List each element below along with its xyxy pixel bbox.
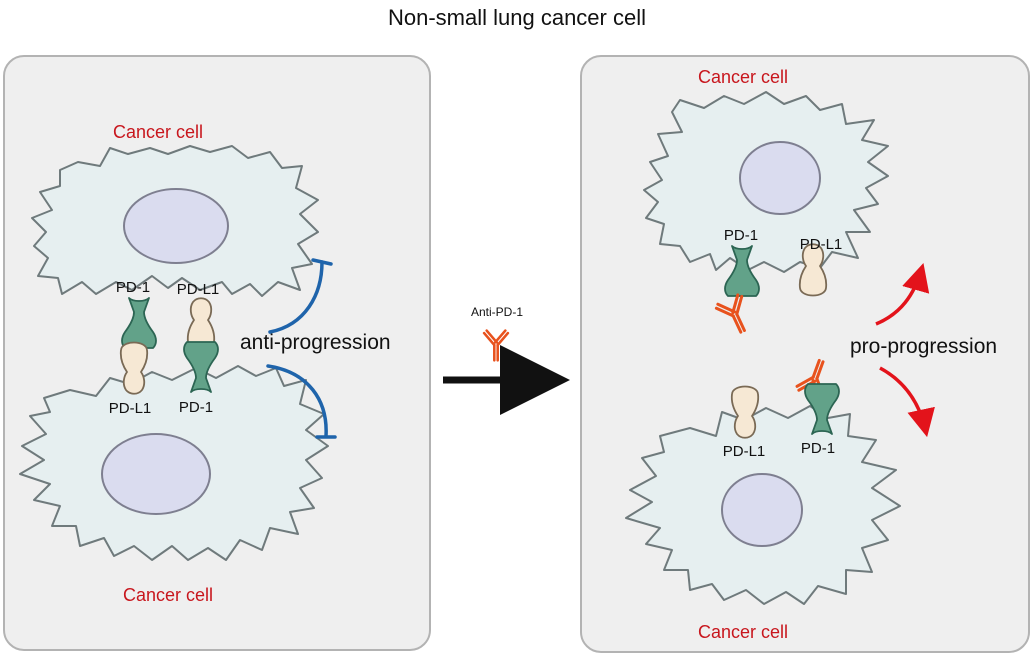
- left-upper-inhibition-arc: [268, 260, 324, 334]
- left-top-cell-label: Cancer cell: [113, 122, 203, 142]
- right-panel: Cancer cell PD-1 PD-L1 PD-L1 PD-: [580, 55, 1030, 653]
- right-bottom-pdl1-label: PD-L1: [723, 443, 766, 460]
- right-top-cell-label: Cancer cell: [698, 67, 788, 87]
- left-lower-inhibition-arc: [266, 364, 328, 438]
- pro-progression-arrow-down: [879, 366, 935, 438]
- pro-progression-arrow-up: [875, 262, 930, 326]
- left-bottom-cell-label: Cancer cell: [123, 585, 213, 605]
- left-bottom-pdl1-receptor: [119, 341, 149, 395]
- anti-pd1-label: Anti-PD-1: [471, 305, 523, 319]
- left-upper-inhibition-bar: [311, 258, 333, 266]
- left-top-pd1-label: PD-1: [116, 279, 150, 296]
- left-top-nucleus: [123, 188, 229, 264]
- anti-pd1-antibody-icon: [482, 329, 510, 362]
- right-top-nucleus: [739, 141, 821, 215]
- pro-progression-label: pro-progression: [850, 335, 997, 358]
- left-bottom-pdl1-label: PD-L1: [109, 400, 152, 417]
- right-bottom-nucleus: [721, 473, 803, 547]
- right-top-pdl1-label: PD-L1: [800, 236, 843, 253]
- right-bottom-cell-label: Cancer cell: [698, 622, 788, 642]
- left-bottom-nucleus: [101, 433, 211, 515]
- left-panel: Cancer cell PD-1 PD-L1 PD-L1 PD-1 anti-p…: [3, 55, 431, 651]
- treatment: Anti-PD-1: [443, 305, 570, 415]
- anti-progression-label: anti-progression: [240, 331, 391, 354]
- right-top-pd1-label: PD-1: [724, 227, 758, 244]
- left-bottom-pd1-label: PD-1: [179, 399, 213, 416]
- right-bottom-pdl1-receptor: [730, 385, 760, 439]
- left-top-pdl1-label: PD-L1: [177, 281, 220, 298]
- figure-title: Non-small lung cancer cell: [388, 5, 646, 30]
- right-bottom-pd1-label: PD-1: [801, 440, 835, 457]
